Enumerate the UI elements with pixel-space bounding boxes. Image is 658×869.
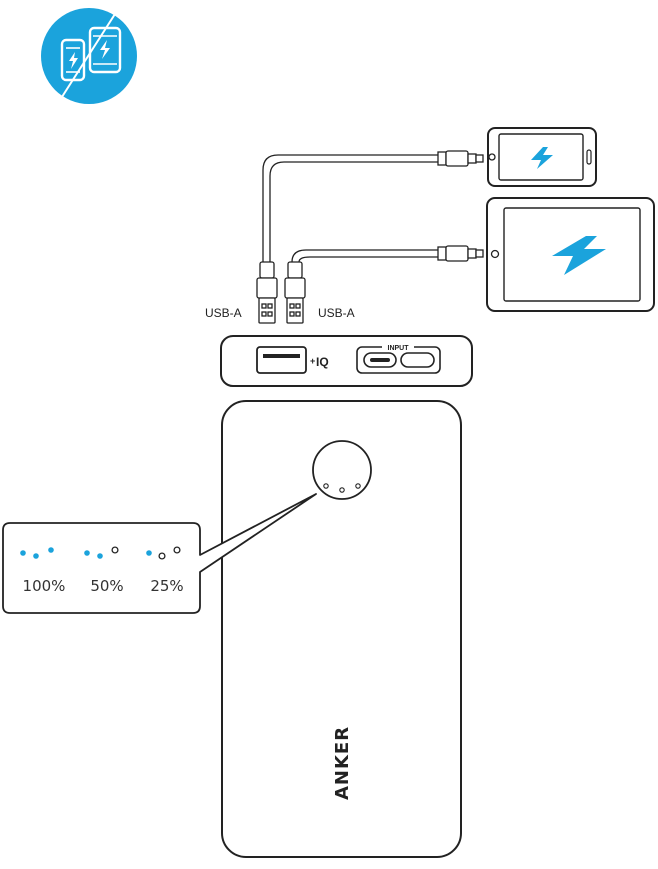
indicator-dot-on — [146, 550, 152, 556]
indicator-dot-on — [33, 553, 39, 559]
power-button[interactable] — [312, 440, 372, 500]
iq-plus-label: + — [310, 356, 315, 366]
devices-charging-icon — [41, 8, 137, 104]
battery-level-25-label: 25% — [150, 577, 183, 595]
cable-to-phone — [262, 150, 484, 262]
indicator-dot-off — [173, 546, 181, 554]
usb-a-port — [256, 346, 307, 374]
indicator-dot-on — [48, 547, 54, 553]
power-bank-port-side — [220, 335, 473, 387]
usb-a-plug-right — [284, 261, 306, 324]
tablet-charging-icon — [486, 197, 655, 312]
indicator-dot-off — [158, 552, 166, 560]
iq-label: IQ — [316, 355, 329, 369]
indicator-dot-off — [111, 546, 119, 554]
usb-a-plug-left — [256, 261, 278, 324]
brand-logo: ANKER — [332, 726, 353, 800]
indicator-dot-on — [84, 550, 90, 556]
indicator-dot-on — [97, 553, 103, 559]
battery-level-50-label: 50% — [90, 577, 123, 595]
input-label: INPUT — [388, 345, 410, 352]
indicator-dot-on — [20, 550, 26, 556]
indicator-dots — [20, 546, 181, 560]
phone-charging-icon — [487, 127, 597, 187]
cable-to-tablet — [291, 245, 484, 263]
usb-a-left-label: USB-A — [205, 306, 242, 320]
usb-a-right-label: USB-A — [318, 306, 355, 320]
battery-level-100-label: 100% — [23, 577, 66, 595]
